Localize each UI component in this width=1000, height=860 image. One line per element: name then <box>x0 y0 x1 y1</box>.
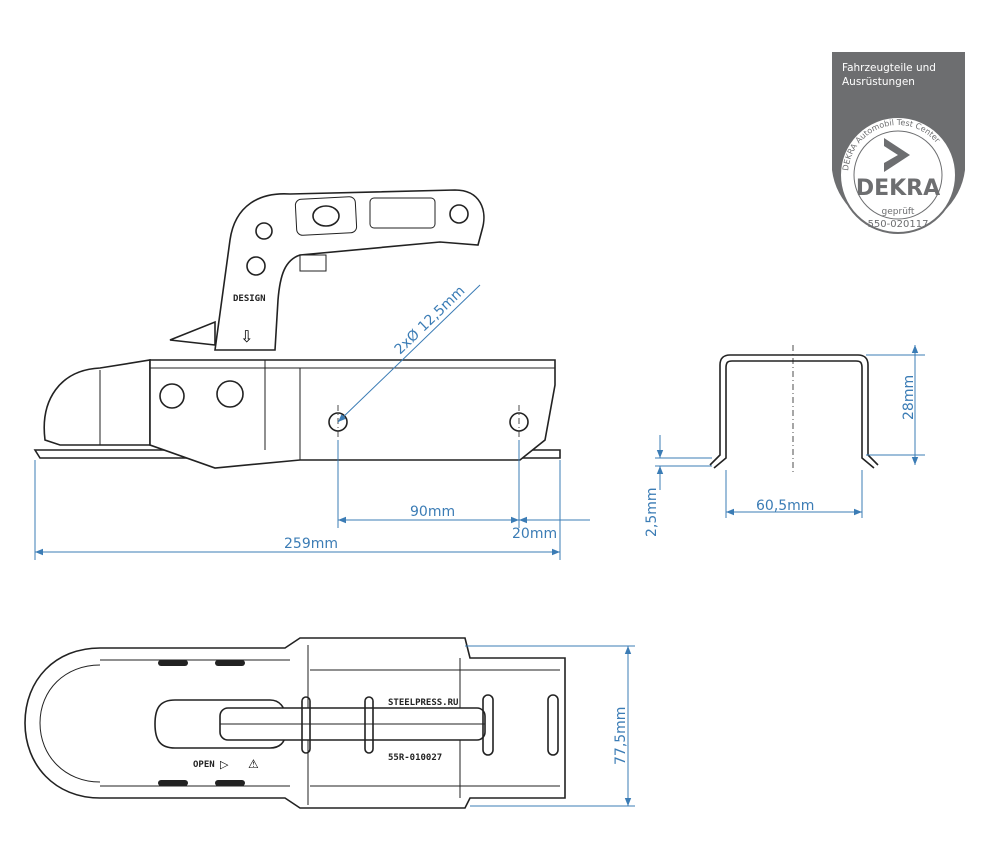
open-marking: OPEN <box>193 760 215 770</box>
top-view: STEELPRESS.RU 55R-010027 OPEN ▷ ⚠ 77,5mm <box>24 637 635 809</box>
dekra-certification-badge: Fahrzeugteile und Ausrüstungen DEKRA Aut… <box>832 52 965 234</box>
rivet-icon <box>159 383 185 409</box>
body-housing <box>149 359 556 469</box>
dim-20mm: 20mm <box>512 526 557 542</box>
dim-77-5mm: 77,5mm <box>613 707 629 765</box>
svg-text:geprüft: geprüft <box>882 207 915 217</box>
dim-28mm: 28mm <box>901 375 917 420</box>
svg-text:Fahrzeugteile und: Fahrzeugteile und <box>842 62 936 74</box>
dim-hole-diameter: 2xØ 12,5mm <box>392 283 469 358</box>
rivet-icon <box>216 380 244 408</box>
dim-60-5mm: 60,5mm <box>756 498 814 514</box>
open-arrow-icon: ▷ <box>220 758 229 771</box>
profile-section: 28mm 2,5mm 60,5mm <box>644 345 925 537</box>
dim-259mm: 259mm <box>284 536 338 552</box>
brand-marking: STEELPRESS.RU <box>388 698 458 708</box>
svg-text:550-020117: 550-020117 <box>868 219 929 230</box>
dim-2-5mm: 2,5mm <box>644 487 660 537</box>
handle-marking: DESIGN <box>233 294 266 304</box>
svg-text:DEKRA: DEKRA <box>856 176 940 201</box>
warning-icon: ⚠ <box>248 757 259 771</box>
handle <box>214 189 485 351</box>
dekra-logo-icon <box>884 138 910 172</box>
dim-90mm: 90mm <box>410 504 455 520</box>
svg-text:Ausrüstungen: Ausrüstungen <box>842 76 915 88</box>
side-view: DESIGN ⇩ <box>33 189 561 469</box>
approval-marking: 55R-010027 <box>388 753 442 763</box>
arrow-down-icon: ⇩ <box>240 327 253 346</box>
ball-cup <box>43 359 151 446</box>
